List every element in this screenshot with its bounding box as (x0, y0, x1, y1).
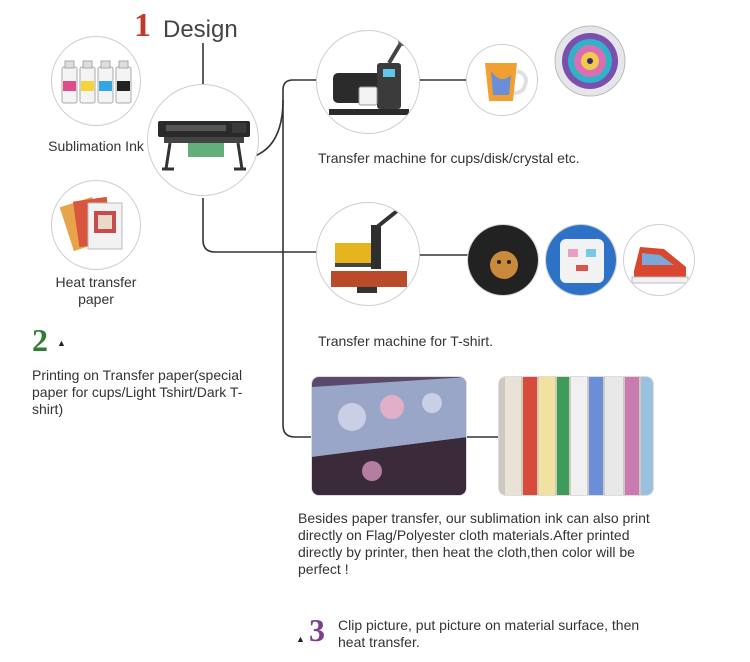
tshirt-machine-label: Transfer machine for T-shirt. (318, 333, 494, 349)
decorative-plate-icon (554, 25, 626, 97)
cat-tshirt-image (467, 224, 539, 296)
step3-text: Clip picture, put picture on material su… (338, 617, 640, 650)
cloth-printing-photo (311, 376, 467, 496)
fabric-print-icon (312, 377, 466, 495)
sneaker-icon (631, 247, 689, 284)
printer-image (147, 84, 259, 196)
mug-image (466, 44, 538, 116)
connector-printer-tshirt (202, 198, 318, 253)
cup-press-image (316, 30, 420, 134)
cup-press-icon (329, 36, 409, 115)
pillow-icon (546, 225, 616, 295)
cups-machine-label: Transfer machine for cups/disk/crystal e… (318, 150, 580, 166)
step1-title: Design (163, 16, 238, 43)
step1-number: 1 (134, 7, 151, 44)
printed-flags-photo (498, 376, 654, 496)
ink-bottles-image (51, 36, 141, 126)
step3-marker: ▲ (296, 634, 305, 644)
step2-number: 2 (32, 322, 48, 358)
tshirt-icon (468, 225, 538, 295)
step2-text: Printing on Transfer paper(special paper… (32, 367, 243, 417)
cloth-printing-text: Besides paper transfer, our sublimation … (298, 510, 650, 577)
tshirt-press-icon (331, 209, 407, 293)
connector-trunk-cloth (282, 100, 312, 438)
step2-marker: ▲ (57, 338, 66, 348)
pillow-image (545, 224, 617, 296)
hanging-flags-icon (499, 377, 653, 495)
ink-label: Sublimation Ink (48, 138, 144, 154)
transfer-paper-image (51, 180, 141, 270)
mug-icon (485, 63, 528, 101)
plate-image (553, 24, 627, 98)
paper-label: Heat transfer paper (55, 274, 137, 307)
ink-bottles-icon (61, 60, 132, 104)
tshirt-press-image (316, 202, 420, 306)
step3-number: 3 (309, 612, 325, 648)
printer-icon (158, 121, 250, 171)
sneaker-image (623, 224, 695, 296)
paper-stack-icon (59, 196, 123, 252)
